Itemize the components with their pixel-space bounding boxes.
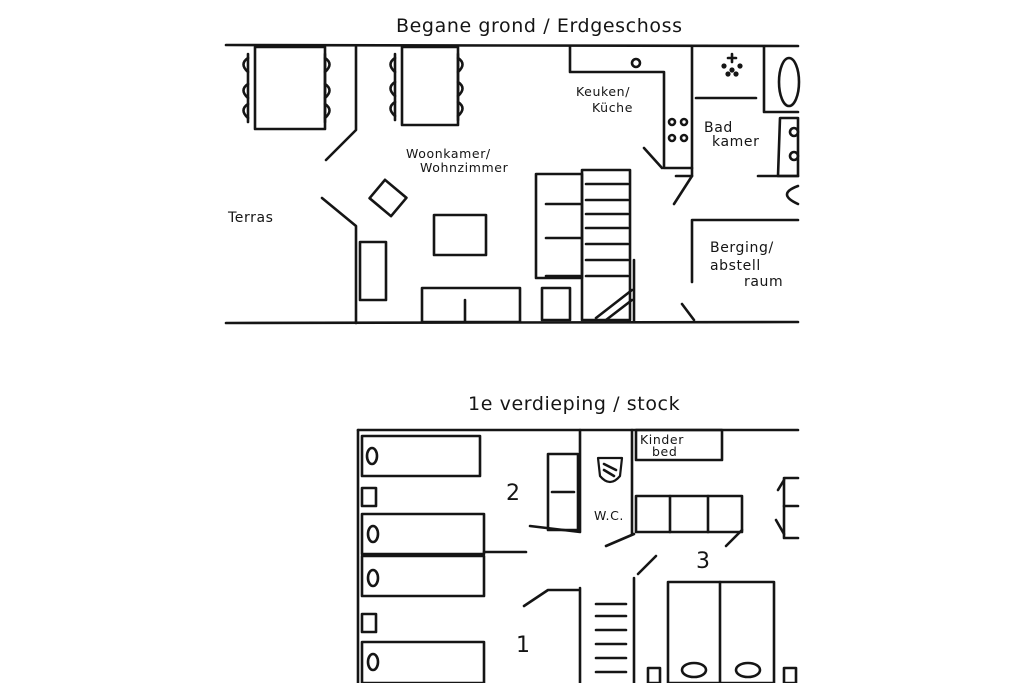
ground-floor-title: Begane grond / Erdgeschoss (396, 15, 683, 37)
wc-door (604, 532, 636, 548)
bedroom-1-label: 1 (516, 633, 531, 658)
bathroom-label-line-1: Bad (704, 120, 733, 136)
dining-partition (324, 45, 358, 162)
storage-label-line-2: abstell (710, 258, 761, 274)
wall-room-2-east (528, 428, 582, 534)
living-label-line-2: Wohnzimmer (420, 160, 509, 175)
kitchen-counter (568, 45, 694, 170)
kids-bed-label-line-1: Kinder (640, 432, 684, 447)
kitchen-label-line-2: Küche (592, 100, 633, 115)
closet-right-wall (774, 476, 800, 540)
armchair (358, 240, 388, 302)
terrace-door (320, 196, 358, 325)
cabinet-shelves (534, 172, 584, 280)
bedroom-2-label: 2 (506, 481, 521, 506)
wc-label: W.C. (594, 508, 624, 523)
ground-floor-top-wall (224, 43, 800, 48)
beds-left-wall (360, 434, 486, 683)
living-label-line-1: Woonkamer/ (406, 146, 491, 161)
shower-icon (721, 52, 743, 77)
kitchen-label-line-1: Keuken/ (576, 84, 630, 99)
kids-bed-label-line-2: bed (652, 444, 677, 459)
dining-table-right (389, 45, 464, 127)
terrace-label: Terras (227, 210, 274, 226)
sofa (420, 286, 522, 324)
dining-table-left (242, 45, 331, 131)
wardrobe-room-3 (634, 494, 744, 534)
room-3-west-door (636, 554, 658, 576)
room-3-door (724, 528, 744, 548)
room-1-door (522, 588, 580, 608)
closet-room-2 (546, 452, 580, 532)
bathroom-label-line-2: kamer (712, 134, 759, 150)
storage-label-line-1: Berging/ (710, 240, 774, 256)
first-floor-staircase (578, 576, 636, 683)
first-floor-title: 1e verdieping / stock (468, 393, 680, 415)
storage-label-line-3: raum (744, 274, 783, 290)
ground-floor-staircase (580, 168, 636, 324)
double-bed-room-3 (646, 580, 798, 683)
side-table-diamond (368, 178, 408, 218)
storage-walls (690, 218, 800, 284)
small-cabinet (540, 286, 572, 322)
kids-bed (634, 428, 724, 462)
coffee-table (432, 213, 488, 257)
bathroom-fixtures (672, 45, 801, 206)
kitchen-door (642, 146, 664, 170)
bedroom-3-label: 3 (696, 549, 711, 574)
first-floor-plan: 1e verdieping / stock 2 W.C. (356, 393, 800, 683)
ground-floor-plan: Begane grond / Erdgeschoss Terras Woonka… (224, 15, 801, 325)
storage-door (680, 302, 696, 322)
toilet-icon (596, 456, 624, 484)
